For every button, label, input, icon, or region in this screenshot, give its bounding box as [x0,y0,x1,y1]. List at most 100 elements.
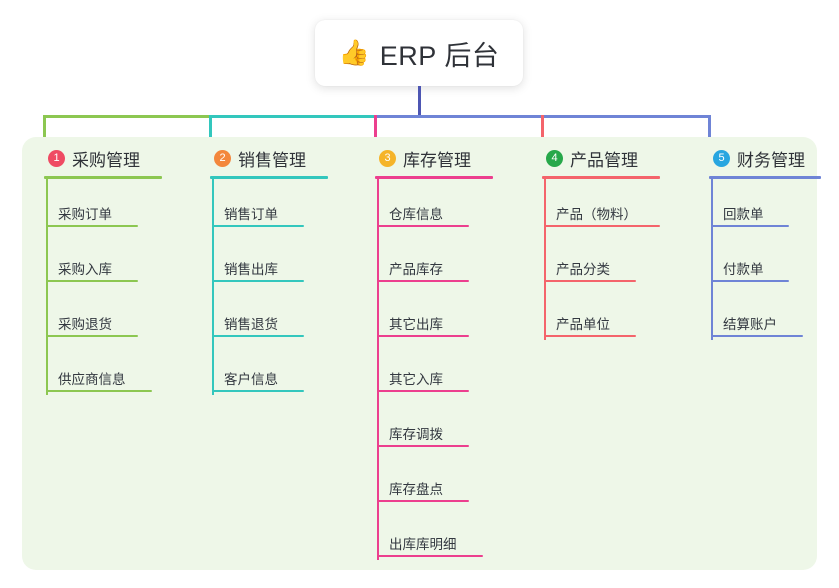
branch-header-rule [210,176,328,179]
leaf-item[interactable]: 回款单 [697,201,829,227]
leaf-item[interactable]: 产品（物料） [530,201,668,227]
branch-header-rule [44,176,162,179]
leaf-item-rule [212,390,304,392]
leaf-item-label: 产品库存 [389,262,443,277]
leaf-item[interactable]: 采购入库 [32,256,170,282]
branch-title: 库存管理 [403,150,471,170]
branch-title: 产品管理 [570,150,638,170]
leaf-item-label: 付款单 [723,262,764,277]
branch-header-1[interactable]: 1 采购管理 [32,145,170,171]
leaf-item-rule [46,280,138,282]
leaf-item[interactable]: 供应商信息 [32,366,170,392]
branch-header-3[interactable]: 3 库存管理 [363,145,501,171]
branch-column-5: 5 财务管理回款单付款单结算账户 [697,145,829,347]
leaf-item-label: 销售退货 [224,317,278,332]
branch-index-badge: 2 [214,149,231,167]
leaf-item-rule [212,225,304,227]
branch-column-2: 2 销售管理销售订单销售出库销售退货客户信息 [198,145,336,402]
leaf-item[interactable]: 其它出库 [363,311,501,337]
leaf-item-rule [212,335,304,337]
leaf-item[interactable]: 产品分类 [530,256,668,282]
leaf-item[interactable]: 销售出库 [198,256,336,282]
leaf-item[interactable]: 仓库信息 [363,201,501,227]
branch-spine [544,179,546,340]
leaf-item-label: 采购订单 [58,207,112,222]
branch-column-4: 4 产品管理产品（物料） 产品分类产品单位 [530,145,668,347]
branch-column-3: 3 库存管理仓库信息产品库存其它出库其它入库库存调拨库存盘点出库库明细 [363,145,501,567]
leaf-item[interactable]: 销售订单 [198,201,336,227]
leaf-item-rule [544,280,636,282]
leaf-item[interactable]: 销售退货 [198,311,336,337]
branch-header-rule [709,176,821,179]
branch-index-badge: 3 [379,149,396,167]
branch-header-2[interactable]: 2 销售管理 [198,145,336,171]
thumbs-up-icon: 👍 [338,38,370,67]
leaf-item-rule [377,225,469,227]
leaf-item-label: 出库库明细 [389,537,457,552]
branch-header-5[interactable]: 5 财务管理 [697,145,829,171]
leaf-item[interactable]: 库存盘点 [363,476,501,502]
branch-header-rule [375,176,493,179]
leaf-item-rule [377,500,469,502]
branch-header-4[interactable]: 4 产品管理 [530,145,668,171]
leaf-item-rule [377,335,469,337]
branch-column-1: 1 采购管理采购订单采购入库采购退货供应商信息 [32,145,170,402]
bus-line-segment-2 [209,115,377,118]
leaf-item-rule [46,390,152,392]
branch-spine [377,179,379,560]
leaf-item[interactable]: 付款单 [697,256,829,282]
leaf-item-rule [212,280,304,282]
leaf-item[interactable]: 客户信息 [198,366,336,392]
leaf-item-label: 采购退货 [58,317,112,332]
leaf-item-rule [46,335,138,337]
root-stem-line [418,86,421,118]
branch-spine [711,179,713,340]
leaf-item[interactable]: 出库库明细 [363,531,501,557]
leaf-item[interactable]: 产品单位 [530,311,668,337]
leaf-item-label: 产品单位 [556,317,610,332]
branch-title: 采购管理 [72,150,140,170]
leaf-item[interactable]: 库存调拨 [363,421,501,447]
leaf-item-rule [377,445,469,447]
leaf-item-rule [377,280,469,282]
leaf-item[interactable]: 其它入库 [363,366,501,392]
leaf-item-rule [46,225,138,227]
leaf-item-rule [377,390,469,392]
leaf-item-label: 客户信息 [224,372,278,387]
leaf-item-label: 其它出库 [389,317,443,332]
leaf-item-rule [544,225,660,227]
leaf-item-rule [711,280,789,282]
branch-header-rule [542,176,660,179]
root-node[interactable]: 👍 ERP 后台 [315,20,523,86]
leaf-item-label: 产品（物料） [556,207,637,222]
leaf-item-label: 销售订单 [224,207,278,222]
leaf-item-label: 库存调拨 [389,427,443,442]
leaf-item[interactable]: 采购订单 [32,201,170,227]
leaf-item-label: 销售出库 [224,262,278,277]
leaf-item[interactable]: 产品库存 [363,256,501,282]
branch-title: 财务管理 [737,150,805,170]
leaf-item-label: 供应商信息 [58,372,126,387]
leaf-item[interactable]: 结算账户 [697,311,829,337]
leaf-item-label: 其它入库 [389,372,443,387]
leaf-item-label: 仓库信息 [389,207,443,222]
branch-index-badge: 5 [713,149,730,167]
leaf-item-label: 结算账户 [723,317,777,332]
branch-title: 销售管理 [238,150,306,170]
branch-index-badge: 1 [48,149,65,167]
leaf-item-rule [377,555,483,557]
leaf-item-rule [711,225,789,227]
leaf-item-label: 采购入库 [58,262,112,277]
branch-spine [212,179,214,395]
branch-index-badge: 4 [546,149,563,167]
leaf-item-label: 产品分类 [556,262,610,277]
leaf-item[interactable]: 采购退货 [32,311,170,337]
bus-line-segment-1 [43,115,212,118]
leaf-item-rule [711,335,803,337]
leaf-item-label: 库存盘点 [389,482,443,497]
branch-spine [46,179,48,395]
leaf-item-rule [544,335,636,337]
root-title: ERP 后台 [379,40,500,71]
content-panel [22,137,817,570]
